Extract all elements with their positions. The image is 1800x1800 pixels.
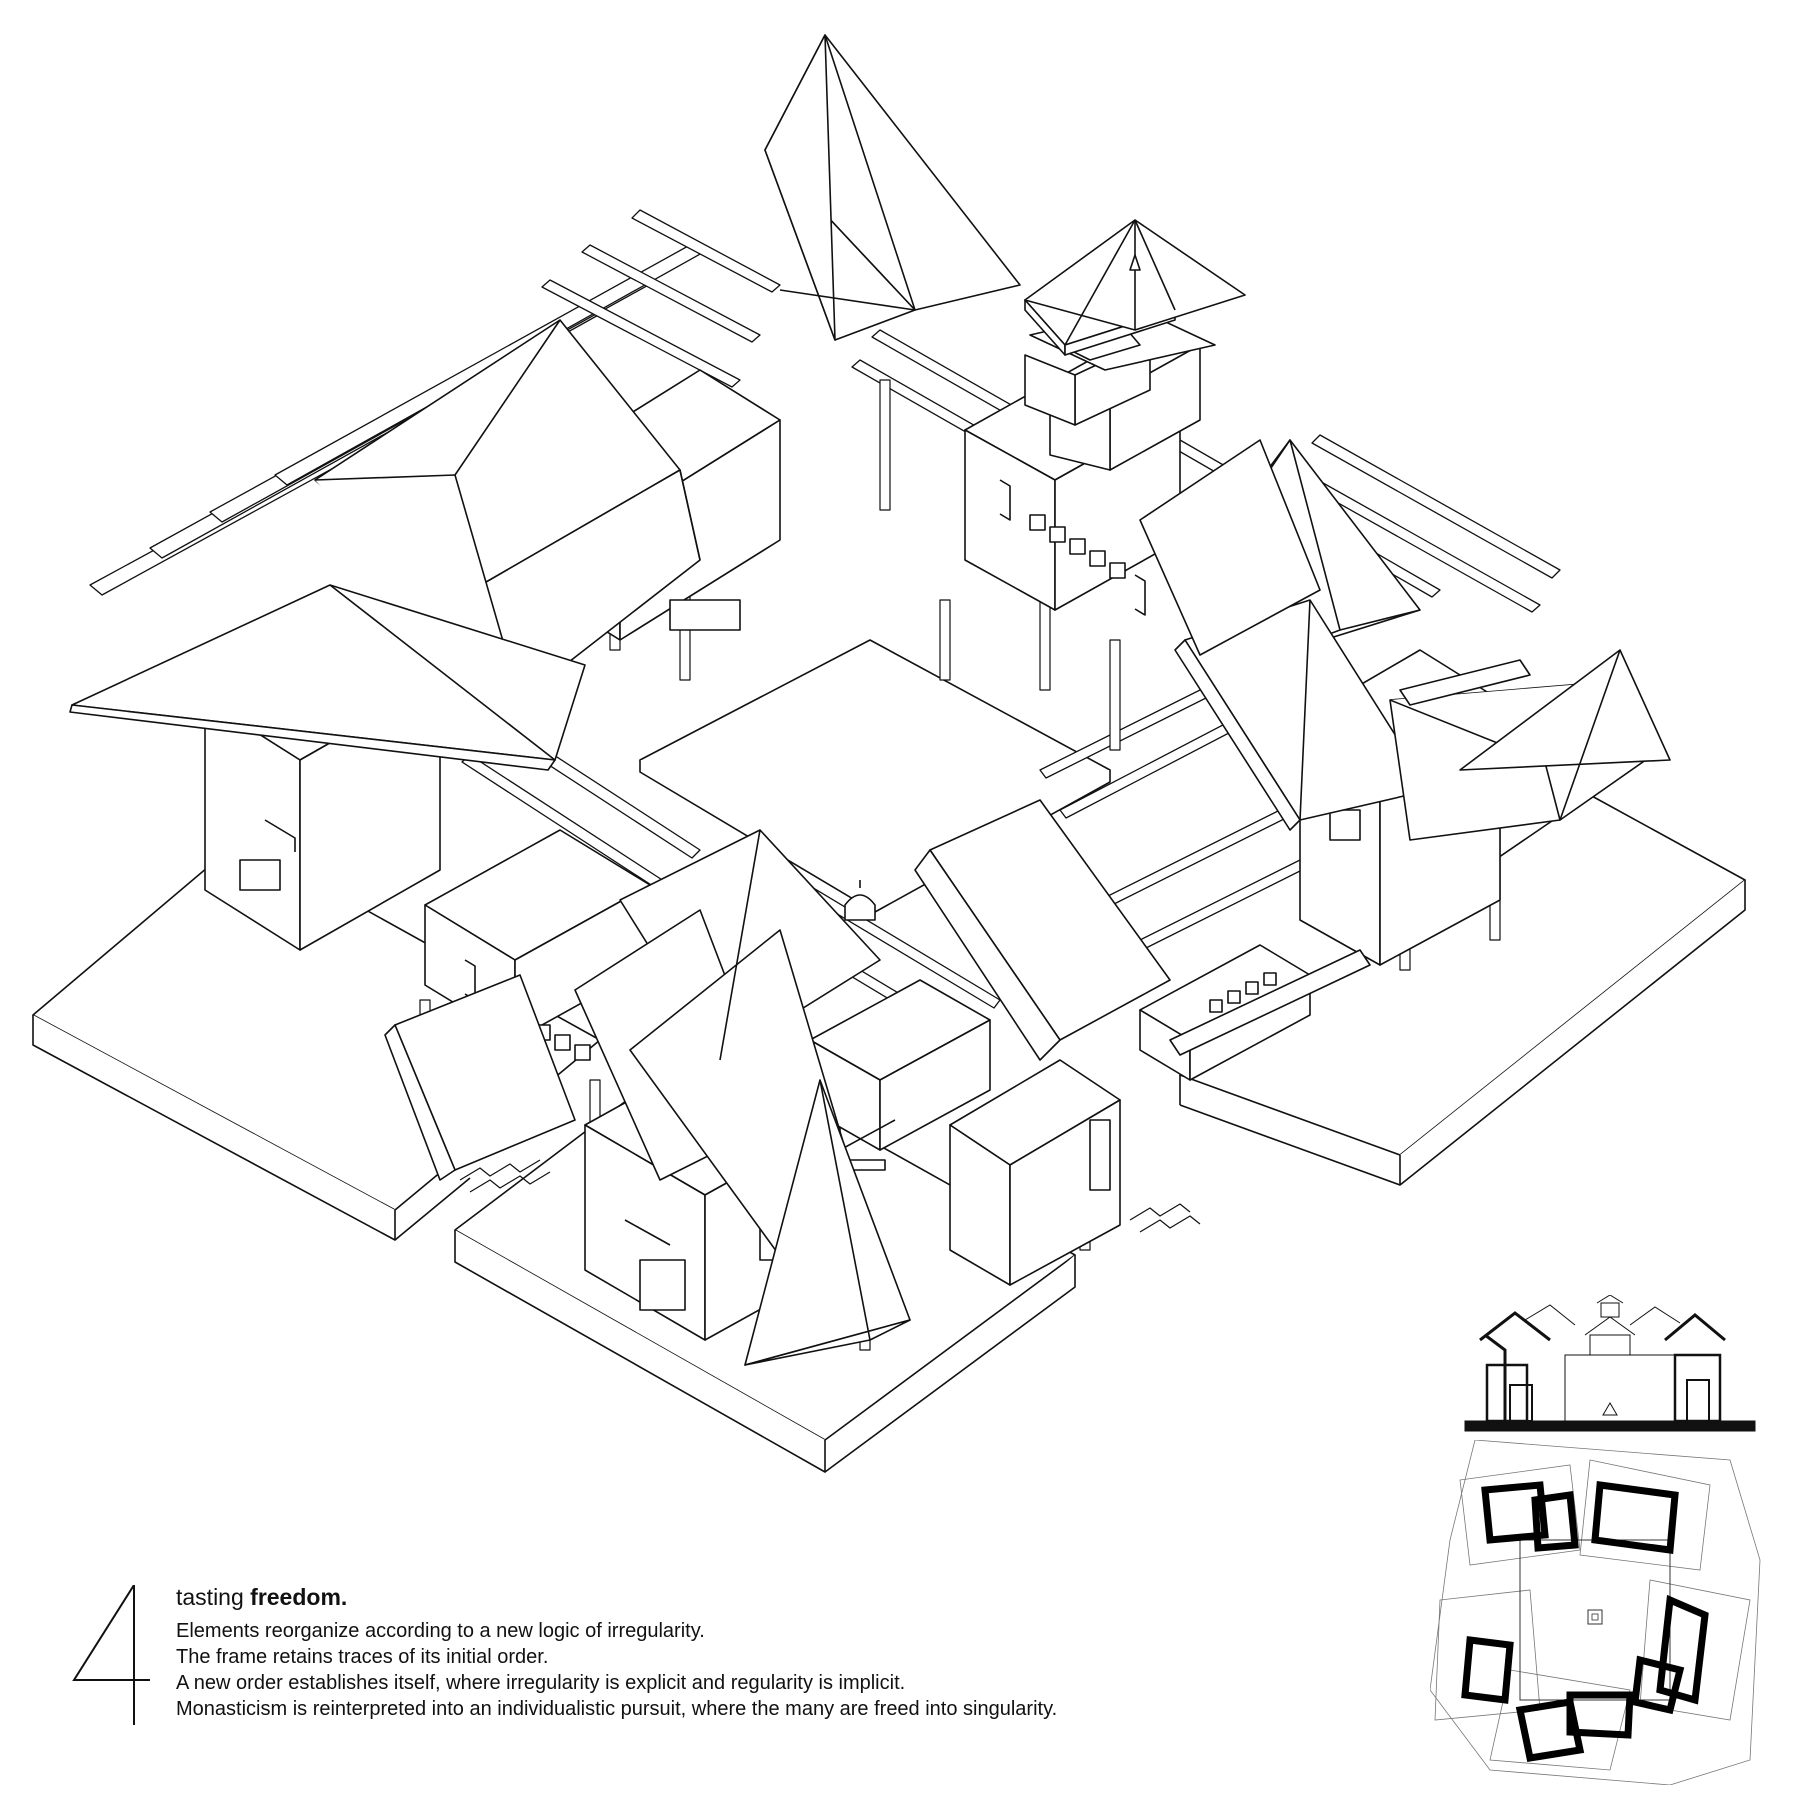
- section-drawing: [1464, 1295, 1756, 1432]
- roof-south-east: [914, 799, 1371, 1061]
- roof-east-small: [1459, 649, 1671, 821]
- caption-title-light: tasting: [176, 1584, 244, 1610]
- lantern-tower: [1024, 219, 1246, 471]
- volume-center-south: [809, 979, 991, 1171]
- caption-title-bold: freedom.: [250, 1584, 348, 1610]
- caption-line-1: Elements reorganize according to a new l…: [176, 1620, 705, 1642]
- plan-drawing: [1430, 1440, 1761, 1785]
- stage-number-glyph: 4: [72, 1585, 150, 1725]
- stage-number: 4: [72, 1585, 73, 1586]
- dome: [844, 880, 876, 921]
- caption-line-3: A new order establishes itself, where ir…: [176, 1672, 906, 1694]
- roof-east-shed: [1139, 439, 1321, 656]
- caption-line-2: The frame retains traces of its initial …: [176, 1646, 549, 1668]
- roof-south: [744, 1079, 911, 1366]
- caption-line-4: Monasticism is reinterpreted into an ind…: [176, 1698, 1058, 1720]
- roof-south-west: [384, 974, 576, 1181]
- caption-title: tasting freedom.: [176, 1582, 1256, 1612]
- stair-south-west: [459, 1159, 551, 1193]
- volume-south-east: [949, 1059, 1121, 1286]
- base-plinth-right: [1179, 794, 1746, 1186]
- caption: tasting freedom. Elements reorganize acc…: [176, 1582, 1256, 1722]
- stair-south-east: [1129, 1203, 1201, 1233]
- roof-west: [69, 584, 586, 771]
- roof-north-large: [764, 34, 1021, 341]
